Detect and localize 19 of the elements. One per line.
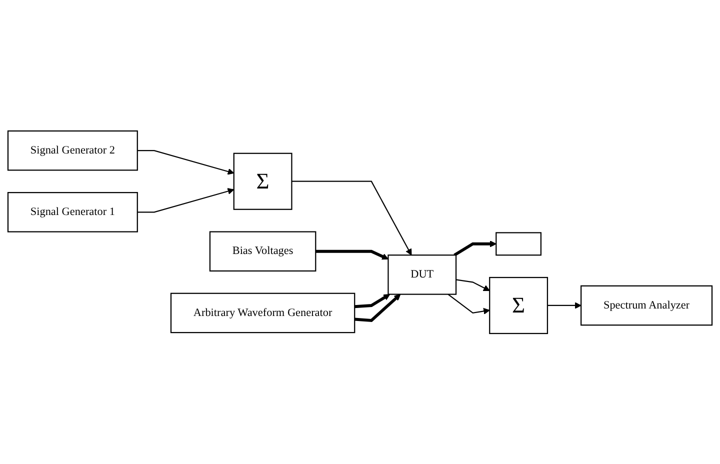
arrow	[547, 302, 582, 309]
arrow	[448, 294, 490, 314]
node-box: Σ	[489, 276, 548, 334]
arrow	[292, 180, 412, 256]
arrow	[137, 188, 234, 212]
arrow	[137, 150, 234, 174]
arrow	[454, 240, 496, 256]
node-box: Arbitrary Waveform Generator	[170, 292, 356, 333]
arrow	[316, 250, 388, 260]
node-box: Signal Generator 1	[7, 192, 138, 232]
node-box: Signal Generator 2	[7, 130, 138, 170]
node-box: Σ	[233, 152, 292, 210]
arrow	[354, 294, 401, 322]
node-box	[496, 232, 542, 256]
node-box: Bias Voltages	[209, 230, 316, 272]
arrow	[456, 278, 490, 291]
node-box: DUT	[388, 254, 457, 295]
arrow	[354, 294, 390, 308]
node-box: Spectrum Analyzer	[580, 285, 713, 326]
